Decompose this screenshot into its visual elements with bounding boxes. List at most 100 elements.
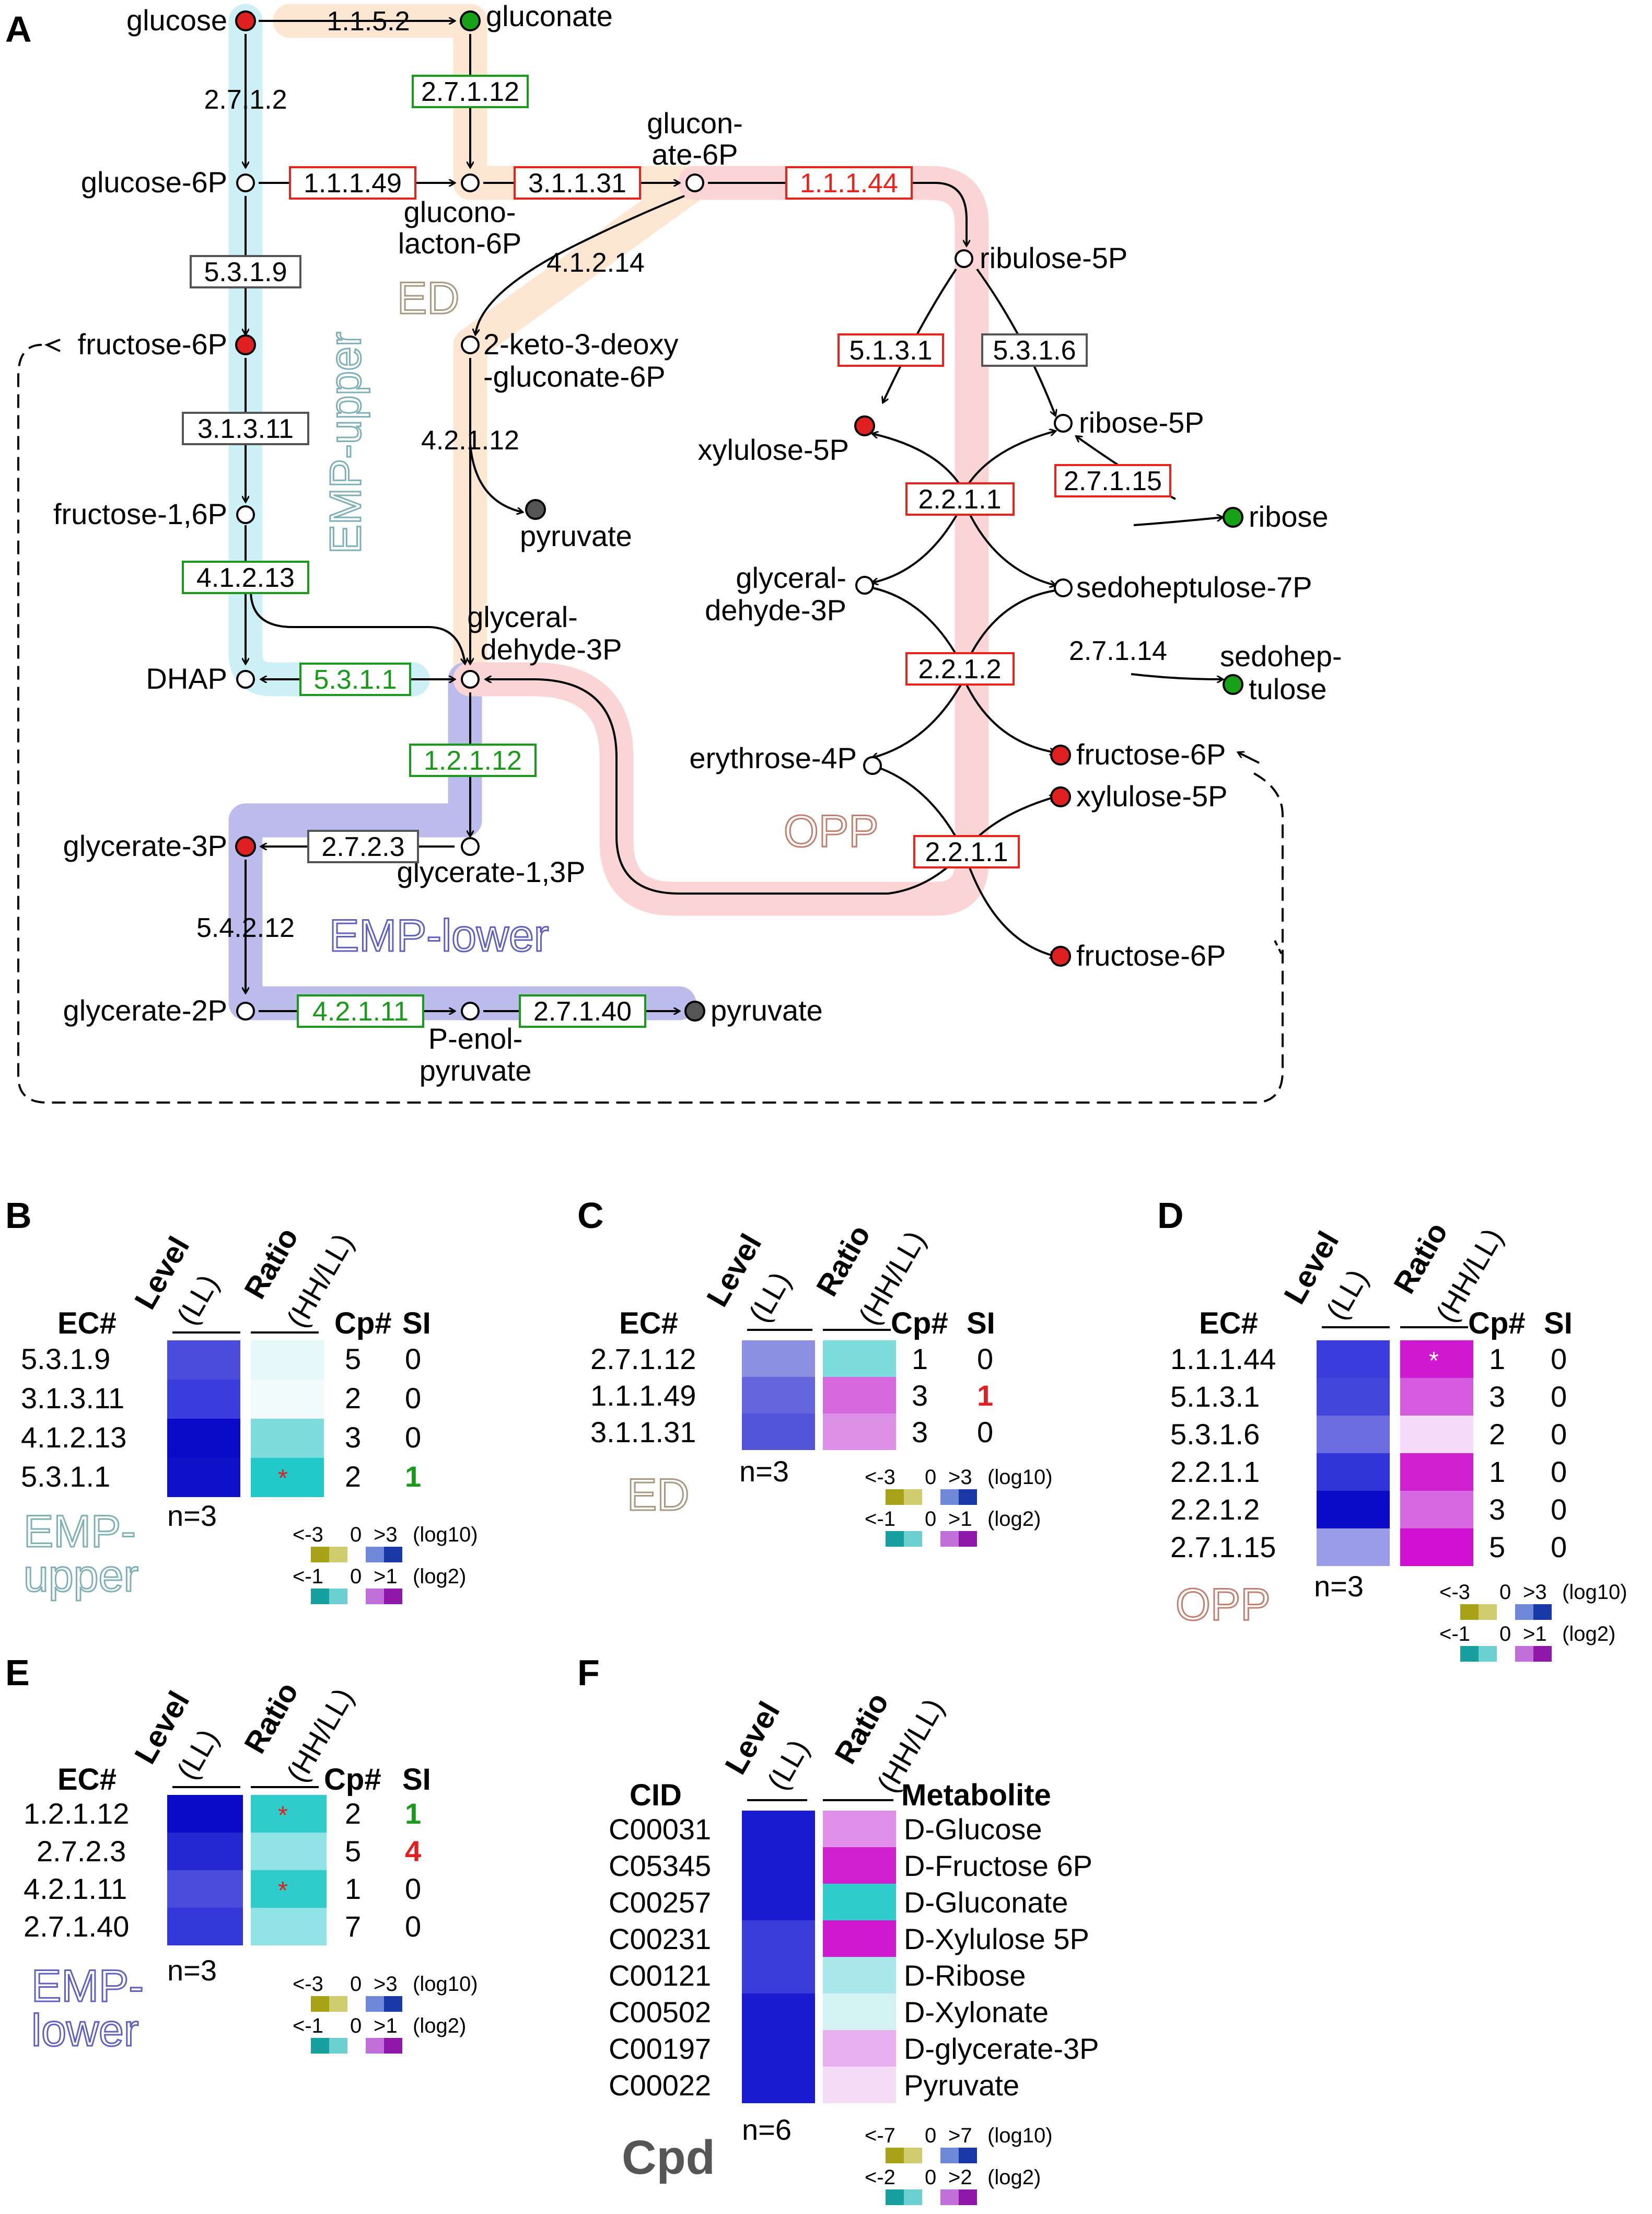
svg-text:0: 0 [1499, 1622, 1511, 1645]
b-ec-4: 5.3.1.1 [21, 1460, 110, 1493]
d-si-6: 0 [1551, 1531, 1567, 1563]
node-g3p-right [855, 576, 874, 595]
svg-text:0: 0 [925, 1466, 936, 1489]
svg-text:(log10): (log10) [413, 1523, 478, 1546]
ec-1.1.1.49: 1.1.1.49 [304, 168, 402, 199]
panel-d-label: D [1157, 1195, 1184, 1236]
b-ec-1: 5.3.1.9 [21, 1342, 110, 1375]
d-cp-4: 1 [1489, 1455, 1505, 1488]
hdr-metabolite: Metabolite [901, 1778, 1051, 1812]
node-glycerate-2p [236, 1002, 255, 1021]
node-glycerate-13p [461, 837, 480, 856]
d-cp-3: 2 [1489, 1418, 1505, 1451]
d-cp-2: 3 [1489, 1380, 1505, 1413]
hdr-si: SI [402, 1306, 431, 1340]
svg-text:>1: >1 [1523, 1622, 1547, 1645]
ec-2.7.1.15: 2.7.1.15 [1064, 466, 1162, 496]
svg-text:(log10): (log10) [987, 2124, 1053, 2147]
ec-2.7.2.3: 2.7.2.3 [321, 832, 404, 862]
met-sedoheptulose-7p: sedoheptulose-7P [1076, 571, 1312, 604]
met-glucose: glucose [126, 4, 227, 37]
met-pyruvate-ed: pyruvate [520, 519, 632, 552]
node-sedoheptulose-7p [1054, 578, 1073, 597]
node-ribose-5p [1054, 414, 1073, 433]
met-ribulose-5p: ribulose-5P [980, 241, 1127, 274]
c-n: n=3 [739, 1455, 789, 1488]
svg-text:<-2: <-2 [865, 2166, 895, 2189]
c-title: ED [627, 1470, 689, 1520]
panel-e-label: E [5, 1652, 30, 1693]
svg-text:(log2): (log2) [987, 2166, 1041, 2189]
node-gluconate-6p [685, 173, 704, 192]
met-kdpg-a: 2-keto-3-deoxy [483, 328, 679, 361]
met-ribose: ribose [1249, 500, 1329, 533]
f-n: n=6 [742, 2113, 792, 2146]
svg-text:0: 0 [925, 2124, 936, 2147]
svg-text:0: 0 [350, 1565, 362, 1588]
panel-b: Level (LL) Ratio (HH/LL) EC# Cp# SI * 5.… [21, 1222, 478, 1604]
svg-text:>3: >3 [948, 1466, 972, 1489]
panel-f: Level (LL) Ratio (HH/LL) CID Metabolite … [609, 1687, 1099, 2205]
c-si-3: 0 [977, 1416, 993, 1448]
b-si-3: 0 [405, 1421, 421, 1454]
node-fructose-16p [236, 505, 255, 524]
hdr-ec: EC# [619, 1306, 678, 1340]
c-ec-2: 1.1.1.49 [590, 1379, 696, 1412]
e-ec-4: 2.7.1.40 [24, 1910, 129, 1943]
ec-2.2.1.1-b: 2.2.1.1 [925, 837, 1008, 867]
d-cp-6: 5 [1489, 1531, 1505, 1563]
f-met-2: D-Fructose 6P [904, 1849, 1092, 1882]
f-cid-1: C00031 [609, 1813, 711, 1846]
node-kdpg [461, 335, 480, 354]
svg-text:(log2): (log2) [1562, 1622, 1615, 1645]
svg-text:<-3: <-3 [293, 1973, 323, 1996]
d-si-2: 0 [1551, 1380, 1567, 1413]
svg-text:(log2): (log2) [987, 1508, 1041, 1531]
e-cp-3: 1 [345, 1872, 361, 1905]
met-fructose-16p: fructose-1,6P [53, 497, 227, 530]
met-pyruvate-end: pyruvate [711, 994, 823, 1027]
f-cid-8: C00022 [609, 2069, 711, 2102]
panel-e: Level (LL) Ratio (HH/LL) EC# Cp# SI * * … [24, 1676, 478, 2056]
svg-text:(log10): (log10) [1562, 1581, 1627, 1604]
e-ec-2: 2.7.2.3 [37, 1835, 126, 1868]
svg-text:>3: >3 [374, 1523, 398, 1546]
f-legend: <-7 0 >7 (log10) <-2 0 >2 (log2) [865, 2124, 1053, 2205]
svg-text:(log2): (log2) [413, 1565, 466, 1588]
e-legend: <-3 0 >3 (log10) <-1 0 >1 (log2) [293, 1973, 478, 2054]
ec-1.1.1.44: 1.1.1.44 [800, 168, 898, 199]
d-legend: <-3 0 >3 (log10) <-1 0 >1 (log2) [1439, 1581, 1627, 1662]
ec-2.7.1.14: 2.7.1.14 [1069, 636, 1167, 666]
b-cp-1: 5 [345, 1342, 361, 1375]
panel-f-label: F [577, 1652, 600, 1693]
hdr-cid: CID [630, 1778, 682, 1812]
node-dhap [236, 670, 255, 689]
ec-5.1.3.1: 5.1.3.1 [849, 335, 932, 366]
node-xylulose-5p-b [1050, 786, 1071, 807]
d-si-5: 0 [1551, 1493, 1567, 1526]
ec-2.2.1.2: 2.2.1.2 [918, 654, 1001, 685]
svg-text:<-3: <-3 [1439, 1581, 1470, 1604]
panel-a-label: A [5, 9, 32, 50]
node-gluconate [460, 10, 481, 31]
met-fructose-6p-c: fructose-6P [1076, 939, 1226, 972]
node-sedoheptulose [1223, 674, 1243, 695]
d-n: n=3 [1314, 1570, 1364, 1603]
c-si-2: 1 [977, 1379, 993, 1412]
node-ribulose-5p [955, 249, 973, 268]
f-met-7: D-glycerate-3P [904, 2032, 1099, 2065]
met-gluconolacton-a: glucono- [404, 195, 516, 228]
svg-text:0: 0 [1499, 1581, 1511, 1604]
ec-3.1.1.31: 3.1.1.31 [528, 168, 626, 199]
svg-text:0: 0 [350, 2014, 362, 2037]
pathway-name-ed: ED [397, 273, 459, 323]
b-si-2: 0 [405, 1382, 421, 1415]
f-cid-3: C00257 [609, 1886, 711, 1919]
met-dhap: DHAP [146, 662, 227, 695]
b-cp-3: 3 [345, 1421, 361, 1454]
d-si-3: 0 [1551, 1418, 1567, 1451]
panel-b-label: B [5, 1195, 32, 1236]
met-xylulose-5p-b: xylulose-5P [1076, 780, 1227, 813]
e-cp-4: 7 [345, 1910, 361, 1943]
